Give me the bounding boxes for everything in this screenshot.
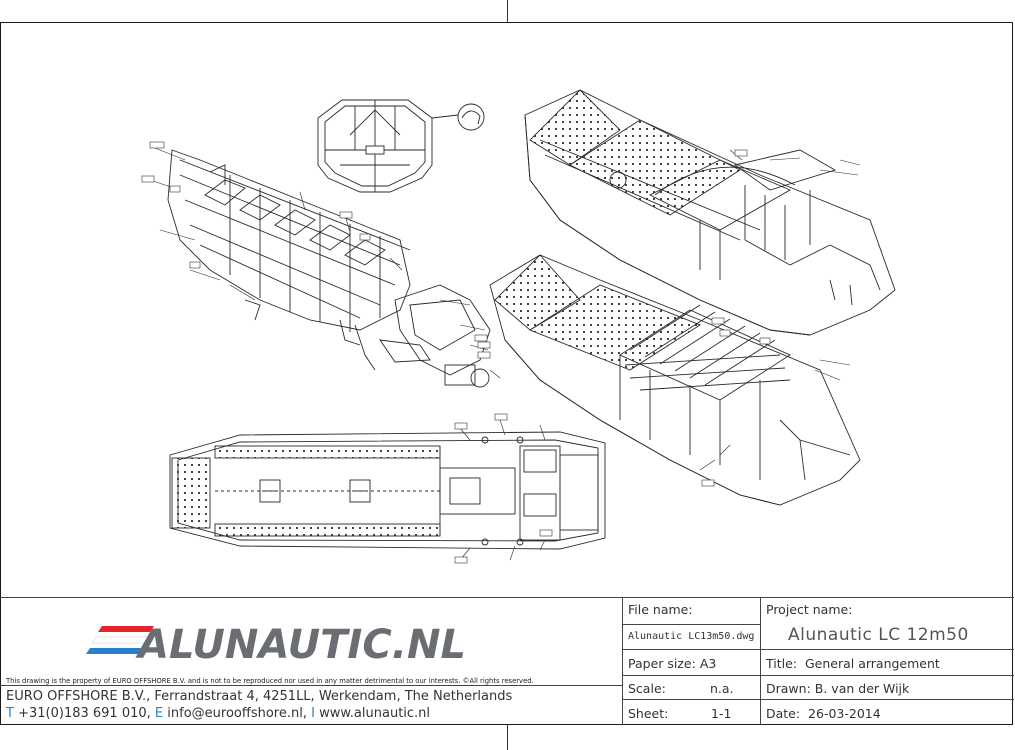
sheet-label: Sheet: [628, 706, 669, 721]
date-label: Date: 26-03-2014 [766, 706, 881, 721]
drawing-frame [0, 22, 1013, 725]
paper-size-label: Paper size: A3 [628, 656, 716, 671]
iso-view-with-cabin [524, 89, 896, 336]
hull-cross-section [317, 99, 485, 193]
company-contacts: T +31(0)183 691 010, E info@eurooffshore… [6, 706, 430, 721]
title-label: Title: General arrangement [766, 656, 940, 671]
sheet-value: 1-1 [711, 706, 732, 721]
company-phone: +31(0)183 691 010, [18, 706, 151, 721]
title-key: Title: [766, 656, 797, 671]
company-address: EURO OFFSHORE B.V., Ferrandstraat 4, 425… [6, 689, 513, 704]
project-name-label: Project name: [766, 602, 853, 617]
annotation-leaders [149, 147, 861, 561]
drawn-value: B. van der Wijk [814, 681, 910, 696]
crop-mark-top [507, 0, 508, 22]
annotation-tags [141, 141, 771, 564]
company-email[interactable]: info@eurooffshore.nl, [167, 706, 307, 721]
phone-key: T [6, 706, 14, 721]
iso-view-frame-structure [489, 254, 861, 506]
web-key: I [311, 706, 315, 721]
drawn-key: Drawn: [766, 681, 811, 696]
disclaimer-text: This drawing is the property of EURO OFF… [6, 677, 534, 685]
top-plan-view [169, 431, 606, 550]
date-key: Date: [766, 706, 801, 721]
date-value: 26-03-2014 [808, 706, 881, 721]
paper-size-value: A3 [699, 656, 717, 671]
project-name-value: Alunautic LC 12m50 [788, 625, 969, 645]
logo-wordmark: ALUNAUTIC.NL [135, 622, 466, 666]
file-name-value: Alunautic LC13m50.dwg [628, 631, 755, 642]
scale-label: Scale: [628, 681, 666, 696]
crop-mark-bottom [507, 725, 508, 750]
alunautic-logo: ALUNAUTIC.NL [86, 622, 466, 666]
scale-value: n.a. [710, 681, 734, 696]
hull-structure-exploded [167, 149, 491, 388]
general-arrangement-drawing [141, 89, 896, 564]
drawn-label: Drawn: B. van der Wijk [766, 681, 909, 696]
title-block [0, 597, 1014, 725]
email-key: E [154, 706, 164, 721]
file-name-label: File name: [628, 602, 693, 617]
paper-size-key: Paper size: [628, 656, 696, 671]
company-website[interactable]: www.alunautic.nl [319, 706, 431, 721]
title-value: General arrangement [804, 656, 940, 671]
